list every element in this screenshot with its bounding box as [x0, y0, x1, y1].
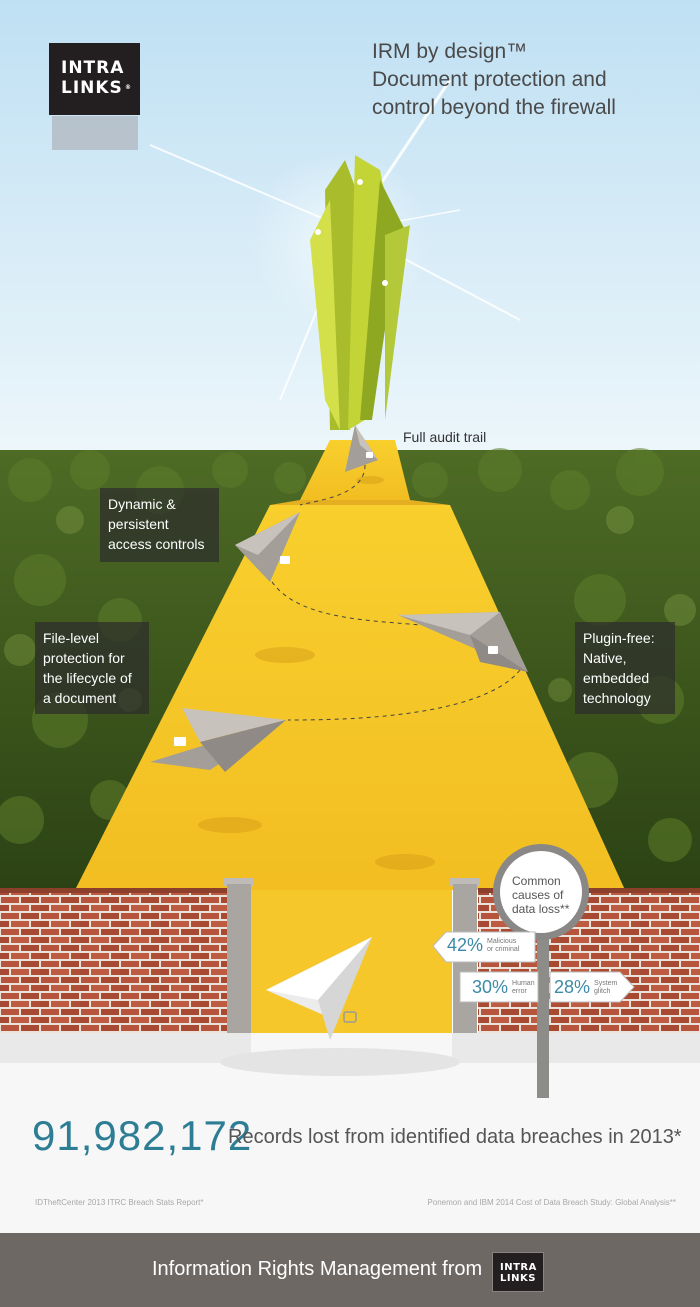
intralinks-logo: INTRA LINKS ®	[49, 43, 140, 115]
headline-line-3: control beyond the firewall	[372, 96, 616, 119]
feature-file-level-line-2: protection for	[43, 650, 125, 666]
logo-line-1: INTRA	[61, 58, 125, 78]
headline: IRM by design™ Document protection and c…	[372, 38, 616, 122]
feature-file-level-label: File-level protection for the lifecycle …	[35, 622, 149, 714]
malicious-label-line-1: Malicious	[487, 937, 517, 945]
signpost-title-line-3: data loss**	[512, 902, 570, 916]
system-label: System glitch	[594, 980, 617, 996]
signpost-title-line-2: causes of	[512, 888, 564, 902]
footer-text: Information Rights Management from	[152, 1258, 483, 1280]
paper-plane-file-level-icon	[150, 708, 286, 772]
feature-plugin-line-4: technology	[583, 690, 651, 706]
feature-plugin-line-3: embedded	[583, 670, 650, 686]
signpost-title-line-1: Common	[512, 874, 561, 888]
malicious-label-line-2: or criminal	[487, 945, 520, 953]
signpost-malicious: 42% Malicious or criminal	[447, 935, 519, 956]
system-label-line-1: System	[594, 979, 618, 987]
logo-shadow	[52, 116, 138, 150]
feature-file-level-line-4: a document	[43, 690, 117, 706]
feature-dynamic-line-2: persistent	[108, 516, 169, 532]
records-lost-caption: Records lost from identified data breach…	[228, 1126, 682, 1148]
feature-plugin-line-1: Plugin-free:	[583, 630, 655, 646]
source-right: Ponemon and IBM 2014 Cost of Data Breach…	[427, 1198, 676, 1207]
paper-plane-white-icon	[266, 937, 372, 1040]
footer-logo-line-1: INTRA	[500, 1262, 537, 1273]
signpost-human: 30% Human error	[472, 977, 535, 998]
headline-line-2: Document protection and	[372, 68, 607, 91]
paper-plane-dynamic-icon	[235, 512, 300, 582]
signpost-title: Common causes of data loss**	[512, 874, 569, 916]
logo-registered-mark: ®	[125, 84, 131, 91]
malicious-pct: 42%	[447, 935, 484, 955]
feature-file-level-line-1: File-level	[43, 630, 100, 646]
logo-line-2: LINKS	[61, 78, 123, 98]
source-left: IDTheftCenter 2013 ITRC Breach Stats Rep…	[35, 1198, 204, 1207]
feature-file-level-line-3: the lifecycle of	[43, 670, 132, 686]
paper-plane-plugin-icon	[398, 612, 528, 672]
footer-intralinks-logo: INTRA LINKS	[492, 1252, 544, 1292]
feature-audit-label: Full audit trail	[403, 429, 487, 445]
footer-logo-line-2: LINKS	[500, 1273, 536, 1284]
signpost-system: 28% System glitch	[554, 977, 617, 998]
system-pct: 28%	[554, 977, 591, 997]
system-label-line-2: glitch	[594, 987, 611, 995]
paper-plane-audit-icon	[345, 425, 378, 472]
human-label: Human error	[512, 980, 535, 996]
feature-plugin-label: Plugin-free: Native, embedded technology	[575, 622, 675, 714]
malicious-label: Malicious or criminal	[487, 938, 519, 954]
feature-dynamic-line-1: Dynamic &	[108, 496, 176, 512]
headline-line-1: IRM by design™	[372, 40, 528, 63]
feature-dynamic-label: Dynamic & persistent access controls	[100, 488, 219, 562]
records-lost-number: 91,982,172	[32, 1112, 253, 1159]
human-label-line-1: Human	[512, 979, 535, 987]
feature-plugin-line-2: Native,	[583, 650, 627, 666]
feature-dynamic-line-3: access controls	[108, 536, 205, 552]
human-label-line-2: error	[512, 987, 527, 995]
footer-bar	[0, 1233, 700, 1307]
human-pct: 30%	[472, 977, 509, 997]
